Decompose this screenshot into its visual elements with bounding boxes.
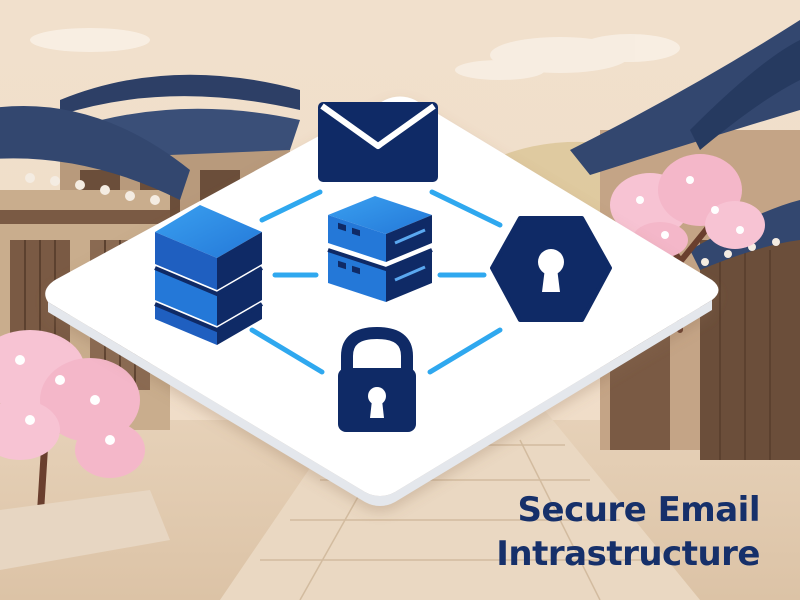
caption-line-1: Secure Email xyxy=(517,490,761,530)
cherry-tree-right xyxy=(610,154,765,333)
cherry-tree-left xyxy=(0,330,145,524)
connector-lines xyxy=(249,189,503,375)
server-icon xyxy=(327,196,433,302)
caption-title: Secure Email Intrastructure xyxy=(496,488,760,576)
padlock-icon xyxy=(338,326,416,432)
caption-line-2: Intrastructure xyxy=(496,534,760,574)
clouds xyxy=(30,28,680,80)
database-icon xyxy=(154,205,264,345)
stone-step xyxy=(0,490,170,570)
shield-keyhole-icon xyxy=(490,216,612,322)
envelope-icon xyxy=(318,102,438,182)
